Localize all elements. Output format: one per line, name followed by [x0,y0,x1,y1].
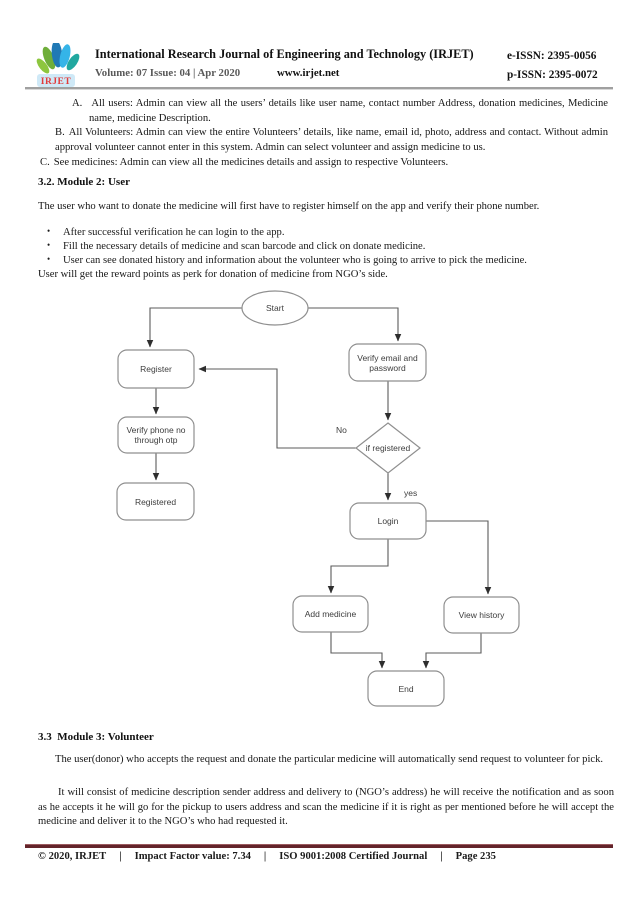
list-item-c-text: See medicines: Admin can view all the me… [53,157,449,168]
edge-addmedicine-end [330,632,386,669]
flow-node-start: Start [266,303,284,313]
leaf-icon [59,44,71,68]
flow-edge-label-no: No [336,425,347,435]
bullet-icon: • [47,240,51,250]
section-3-3-heading: 3.3 Module 3: Volunteer [38,731,154,743]
irjet-logo: IRJET [36,40,90,95]
flow-shape-verify-email [348,343,427,382]
list-item-b-label: B. [55,127,65,138]
bullets-tail-text: User will get the reward points as perk … [38,269,388,280]
p-issn: p-ISSN: 2395-0072 [507,69,598,81]
list-item-b: B.All Volunteers: Admin can view the ent… [55,126,608,155]
flow-shape-register [117,349,195,389]
section-3-3-para2: It will consist of medicine description … [38,787,614,828]
list-item-a-label: A. [72,98,83,109]
section-3-3-para1: The user(donor) who accepts the request … [55,754,604,765]
flow-node-verify-email: Verify email and password [357,352,418,373]
header-divider [25,87,613,90]
leaf-icon [66,53,80,71]
bullet-text: Fill the necessary details of medicine a… [63,241,426,252]
footer-separator: | [440,851,443,862]
footer-impact-factor: Impact Factor value: 7.34 [134,851,251,862]
list-item-c-label: C. [40,157,50,168]
footer-divider [25,844,613,848]
footer: © 2020, IRJET | Impact Factor value: 7.3… [38,851,496,862]
flow-shape-verify-phone [117,416,195,454]
footer-copyright: © 2020, IRJET [38,851,107,862]
list-item-b-text: All Volunteers: Admin can view the entir… [55,127,608,153]
edge-start-register [146,307,242,348]
flow-shape-registered [116,482,195,521]
flow-shape-end [367,670,445,707]
flowchart-canvas [116,290,520,707]
edge-login-viewhistory [426,520,492,595]
flow-shape-if-registered [355,422,421,474]
flow-edge-label-yes: yes [404,488,418,498]
journal-title: International Research Journal of Engine… [95,47,474,61]
flow-shape-add-medicine [292,595,369,633]
edge-login-addmedicine [327,539,389,594]
edge-viewhistory-end [422,633,482,669]
list-item-a-text: All users: Admin can view all the users’… [89,98,608,124]
logo-badge [37,74,75,87]
leaf-icon [36,58,50,74]
e-issn: e-ISSN: 2395-0056 [507,50,597,62]
journal-website-link[interactable]: www.irjet.net [277,67,340,79]
journal-volume: Volume: 07 Issue: 04 | Apr 2020 [95,67,241,79]
section-3-2-intro: The user who want to donate the medicine… [38,201,540,212]
bullet-item: • After successful verification he can lo… [47,226,285,238]
bullet-icon: • [47,254,51,264]
logo-text: IRJET [41,77,72,87]
flow-node-register: Register [140,364,172,374]
footer-iso: ISO 9001:2008 Certified Journal [279,851,428,862]
footer-separator: | [263,851,267,862]
list-item-c: C.See medicines: Admin can view all the … [40,156,610,171]
flow-node-registered: Registered [134,496,177,507]
edge-no-register [198,365,356,449]
bullet-item: • User can see donated history and inform… [47,254,527,266]
bullet-text: User can see donated history and informa… [63,255,527,266]
flowchart: Start Register Verify email and password… [110,288,540,720]
flow-shape-view-history [443,596,520,634]
flow-shape-start [241,290,309,326]
bullet-text: After successful verification he can log… [63,227,285,238]
flow-node-login: Login [377,516,399,526]
footer-page-number: Page 235 [455,851,496,862]
issn-block: e-ISSN: 2395-0056 p-ISSN: 2395-0072 [507,47,598,85]
flow-node-end: End [398,683,414,694]
flow-node-view-history: View history [458,610,505,620]
bullet-icon: • [47,226,51,236]
flow-node-if-registered: if registered [365,443,411,453]
leaf-icon [42,46,56,70]
flow-node-add-medicine: Add medicine [304,609,357,619]
footer-separator: | [119,851,122,862]
bullet-item: • Fill the necessary details of medicine … [47,240,425,252]
flow-node-verify-phone: Verify phone no through otp [126,425,186,445]
irjet-logo-leaves: IRJET [36,40,80,87]
section-3-2-heading: 3.2. Module 2: User [38,176,130,188]
edge-start-verifyemail [308,307,402,342]
flow-shape-login [349,502,427,540]
list-item-a: A. All users: Admin can view all the user… [72,97,608,126]
